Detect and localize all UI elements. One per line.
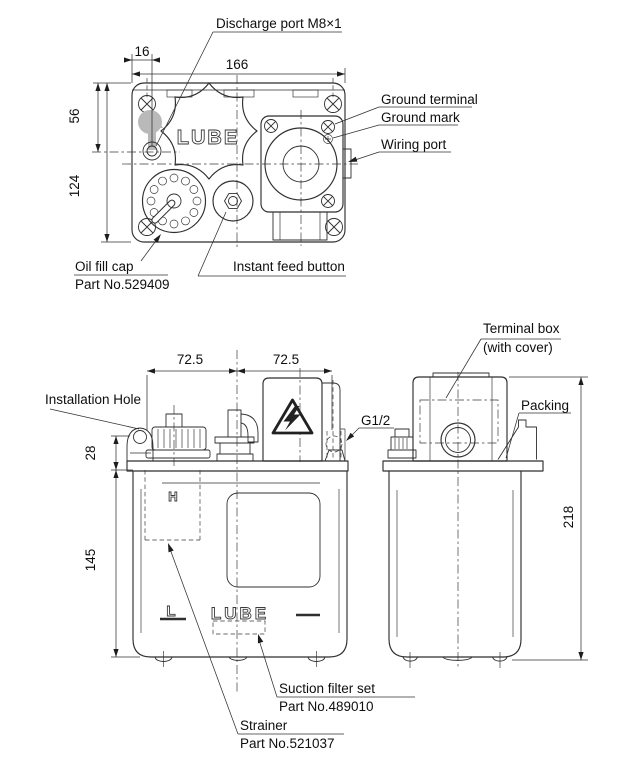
top-view: LUBE [67,16,478,292]
svg-text:218: 218 [561,506,576,529]
strainer-label: Strainer [240,718,288,733]
svg-text:72.5: 72.5 [177,352,203,367]
svg-text:16: 16 [134,44,149,59]
dim-28: 28 [83,435,133,471]
connector-block [272,211,328,241]
plate-screw [264,119,278,133]
svg-text:124: 124 [67,174,82,197]
svg-text:145: 145 [83,549,98,572]
svg-text:166: 166 [226,57,249,72]
corner-screw [325,218,343,236]
suction-filter-label: Suction filter set [279,681,375,696]
discharge-fitting-front [214,409,259,462]
top-view-labels: Discharge port M8×1 Ground terminal Grou… [74,16,478,292]
oil-cap-side-profile [387,428,417,459]
installation-bracket [126,427,154,461]
corner-screw [324,95,342,113]
svg-text:56: 56 [67,108,82,123]
low-mark: L [166,603,175,620]
pump-body-outline [131,82,346,243]
level-window [226,492,321,588]
terminal-box-front [262,377,341,462]
suction-filter-part-label: Part No.489010 [279,699,374,714]
tank-side [388,471,522,668]
g-thread-label: G1/2 [361,413,390,428]
dim-124: 124 [67,83,131,243]
instant-feed-button-top [212,180,254,222]
terminal-box-label: Terminal box [483,321,560,336]
dim-218: 218 [509,376,588,661]
dim-145: 145 [83,470,140,658]
terminal-box-note-label: (with cover) [483,340,553,355]
wiring-port-boss [342,148,352,179]
oil-fill-cap-front [145,413,211,459]
front-view: H L LUBE 72.5 72.5 28 [45,350,415,751]
svg-text:28: 28 [83,445,98,460]
level-bars [160,613,320,621]
base-plate-side [382,460,544,472]
svg-text:72.5: 72.5 [273,352,299,367]
g-port-hidden [324,428,346,462]
dim-56: 56 [67,82,131,152]
tank-front: H L LUBE [132,470,348,667]
ground-terminal-screw [321,120,335,134]
lube-logo-front: LUBE [211,604,269,623]
dim-72-5-pair: 72.5 72.5 [146,352,333,430]
motor-assembly-top [260,115,352,241]
oil-fill-cap-top [141,168,207,234]
instant-feed-button-label: Instant feed button [233,259,345,274]
discharge-port-label: Discharge port M8×1 [216,16,342,31]
oil-fill-cap-label: Oil fill cap [75,259,134,274]
oil-fill-cap-part-label: Part No.529409 [75,277,170,292]
ground-mark-symbol [323,134,333,144]
suction-filter-hidden-outline [212,620,266,635]
lube-logo-top: LUBE [177,127,239,149]
packing-bracket [497,419,537,460]
side-view: 218 Terminal box (with cover) Packing [382,321,588,668]
strainer-hidden-outline [144,470,201,541]
cover-hidden-outline [419,399,499,444]
wiring-port-label: Wiring port [381,137,447,152]
high-mark: H [168,489,177,504]
plate-screw [321,194,335,208]
flange-notch [292,89,319,98]
terminal-box-side [412,372,508,462]
corner-screw [138,95,156,113]
wiring-port-side [440,422,476,458]
packing-label: Packing [521,398,569,413]
wiring-port-bore-side [445,427,471,453]
dim-16: 16 [124,44,160,146]
ground-terminal-label: Ground terminal [381,92,478,107]
ground-mark-label: Ground mark [381,110,460,125]
lightning-bolt-icon [283,406,301,431]
installation-hole-label: Installation Hole [45,392,141,407]
flange-notch [166,89,193,98]
dim-166: 166 [132,57,346,83]
side-view-labels: Terminal box (with cover) Packing [445,321,571,459]
strainer-part-label: Part No.521037 [240,736,335,751]
front-view-labels: Installation Hole G1/2 Suction filter se… [45,392,415,751]
base-plate-front [126,460,349,472]
